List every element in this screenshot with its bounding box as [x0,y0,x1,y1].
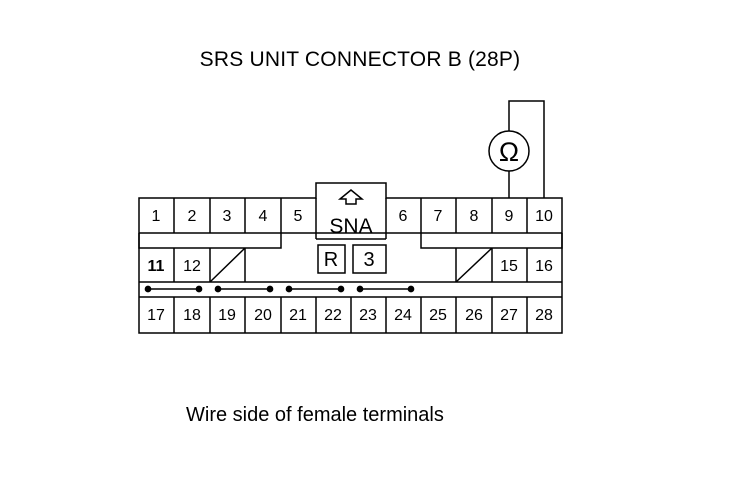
terminal-3: 3 [223,208,232,225]
mark-r: R [324,249,338,271]
terminal-24: 24 [394,307,412,324]
diagram-title: SRS UNIT CONNECTOR B (28P) [199,48,521,71]
key-label: SNA [329,215,372,238]
terminal-8: 8 [470,208,479,225]
terminal-6: 6 [399,208,408,225]
terminal-19: 19 [218,307,236,324]
terminal-12: 12 [183,258,201,275]
terminal-17: 17 [147,307,165,324]
terminal-26: 26 [465,307,483,324]
terminal-27: 27 [500,307,518,324]
terminal-5: 5 [294,208,303,225]
ohmmeter-lead [508,100,545,198]
mark-3: 3 [363,249,374,271]
diagram-caption: Wire side of female terminals [186,404,444,426]
terminal-11: 11 [148,258,165,275]
terminal-23: 23 [359,307,377,324]
ohm-symbol: Ω [499,137,519,167]
terminal-10: 10 [535,208,553,225]
terminal-21: 21 [289,307,307,324]
terminal-9: 9 [505,208,514,225]
terminal-25: 25 [429,307,447,324]
terminal-2: 2 [188,208,197,225]
terminal-4: 4 [259,208,268,225]
terminal-16: 16 [535,258,553,275]
mark-box-r [317,244,346,274]
terminal-18: 18 [183,307,201,324]
mark-box-3 [352,244,387,274]
terminal-15: 15 [500,258,518,275]
terminal-1: 1 [152,208,161,225]
terminal-28: 28 [535,307,553,324]
up-arrow-icon [337,189,365,205]
ohmmeter-icon [488,130,530,172]
terminal-7: 7 [434,208,443,225]
terminal-20: 20 [254,307,272,324]
terminal-22: 22 [324,307,342,324]
